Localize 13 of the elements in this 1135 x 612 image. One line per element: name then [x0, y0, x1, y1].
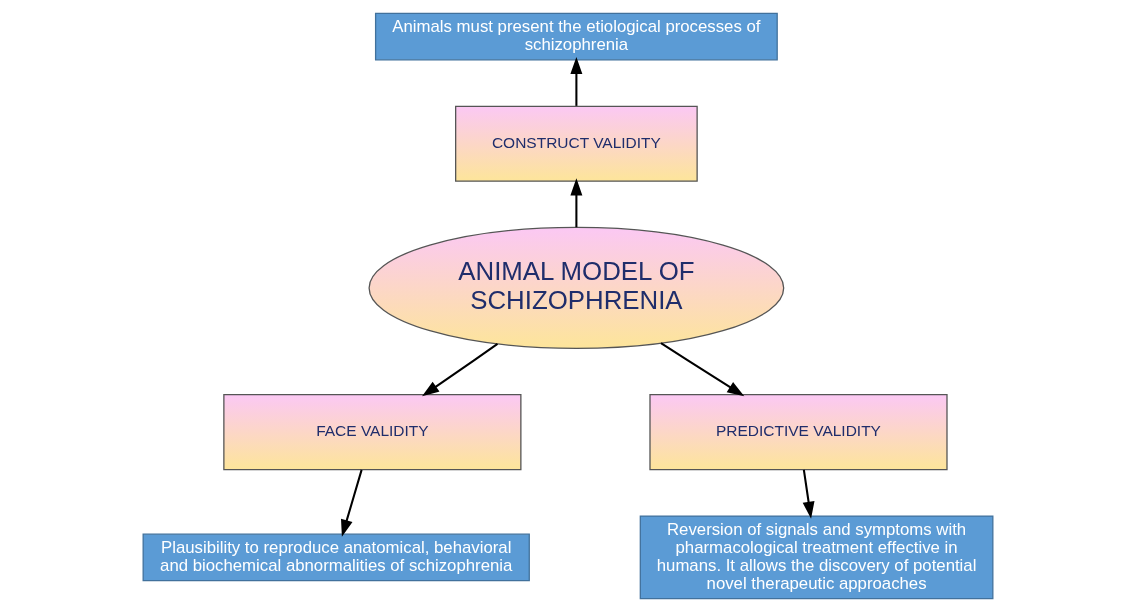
node-box: PREDICTIVE VALIDITY — [648, 394, 948, 471]
arrow — [421, 343, 498, 397]
arrow — [659, 342, 744, 397]
node-box: FACE VALIDITY — [222, 394, 521, 471]
node-box: Animals must present the etiological processes of schizophrenia — [374, 12, 778, 61]
arrow — [569, 178, 582, 228]
node-box: CONSTRUCT VALIDITY — [454, 105, 698, 182]
arrow — [802, 469, 814, 519]
node-box: Plausibility to reproduce anatomical, behavioral and biochemical abnormalities of schizophrenia — [142, 533, 530, 582]
arrow — [569, 56, 582, 106]
node-ellipse: ANIMAL MODEL OF SCHIZOPHRENIA — [367, 226, 784, 350]
node-box: Reversion of signals and symptoms with pharmacological treatment effective in humans. It allows the discovery of potential novel therapeutic approaches — [639, 515, 993, 600]
arrow — [340, 469, 363, 537]
